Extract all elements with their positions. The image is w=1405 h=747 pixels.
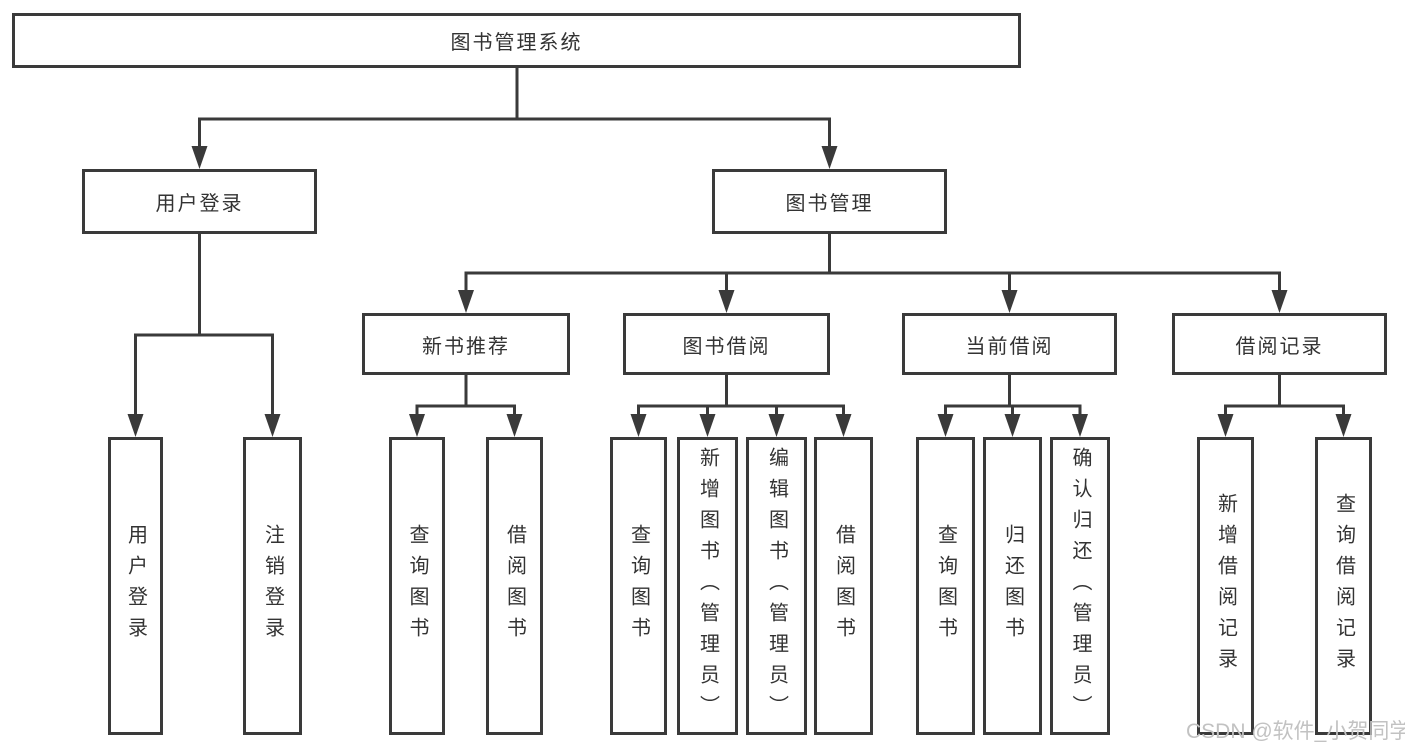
node-confirm-return-admin: 确认归还（管理员） xyxy=(1050,437,1110,735)
node-query-books-current: 查询图书 xyxy=(916,437,975,735)
node-label: 确认归还（管理员） xyxy=(1069,446,1091,726)
node-logout: 注销登录 xyxy=(243,437,302,735)
csdn-watermark: CSDN @软件_小贺同学 xyxy=(1186,720,1405,743)
node-book-management: 图书管理 xyxy=(712,169,947,234)
node-label: 查询图书 xyxy=(627,524,650,648)
node-edit-book-admin: 编辑图书（管理员） xyxy=(746,437,807,735)
node-label: 查询图书 xyxy=(934,524,957,648)
node-borrowing-records: 借阅记录 xyxy=(1172,313,1387,375)
node-user-login: 用户登录 xyxy=(82,169,317,234)
node-borrow-books-recommend: 借阅图书 xyxy=(486,437,543,735)
node-label: 借阅记录 xyxy=(1235,335,1324,358)
node-label: 图书借阅 xyxy=(682,335,771,358)
node-label: 编辑图书（管理员） xyxy=(765,446,788,726)
node-borrow-books-borrowing: 借阅图书 xyxy=(814,437,873,735)
node-book-borrowing: 图书借阅 xyxy=(623,313,830,375)
node-user-login-leaf: 用户登录 xyxy=(108,437,163,735)
node-add-book-admin: 新增图书（管理员） xyxy=(677,437,738,735)
node-new-book-recommendation: 新书推荐 xyxy=(362,313,570,375)
node-label: 新增图书（管理员） xyxy=(696,446,719,726)
node-label: 注销登录 xyxy=(261,524,284,648)
node-label: 查询借阅记录 xyxy=(1332,493,1355,679)
node-label: 归还图书 xyxy=(1001,524,1024,648)
node-label: 用户登录 xyxy=(155,193,244,215)
node-label: 借阅图书 xyxy=(832,524,855,648)
node-return-books: 归还图书 xyxy=(983,437,1042,735)
node-query-borrow-record: 查询借阅记录 xyxy=(1315,437,1372,735)
node-query-books-recommend: 查询图书 xyxy=(389,437,445,735)
node-label: 查询图书 xyxy=(406,524,428,648)
node-label: 当前借阅 xyxy=(965,335,1054,358)
node-label: 新增借阅记录 xyxy=(1214,493,1237,679)
node-label: 借阅图书 xyxy=(503,524,526,648)
node-add-borrow-record: 新增借阅记录 xyxy=(1197,437,1254,735)
node-current-borrowing: 当前借阅 xyxy=(902,313,1117,375)
node-label: 新书推荐 xyxy=(422,335,510,358)
node-label: 用户登录 xyxy=(124,524,147,648)
node-query-books-borrowing: 查询图书 xyxy=(610,437,667,735)
node-label: 图书管理系统 xyxy=(450,32,583,54)
node-library-management-system: 图书管理系统 xyxy=(12,13,1021,68)
node-label: 图书管理 xyxy=(785,193,874,215)
